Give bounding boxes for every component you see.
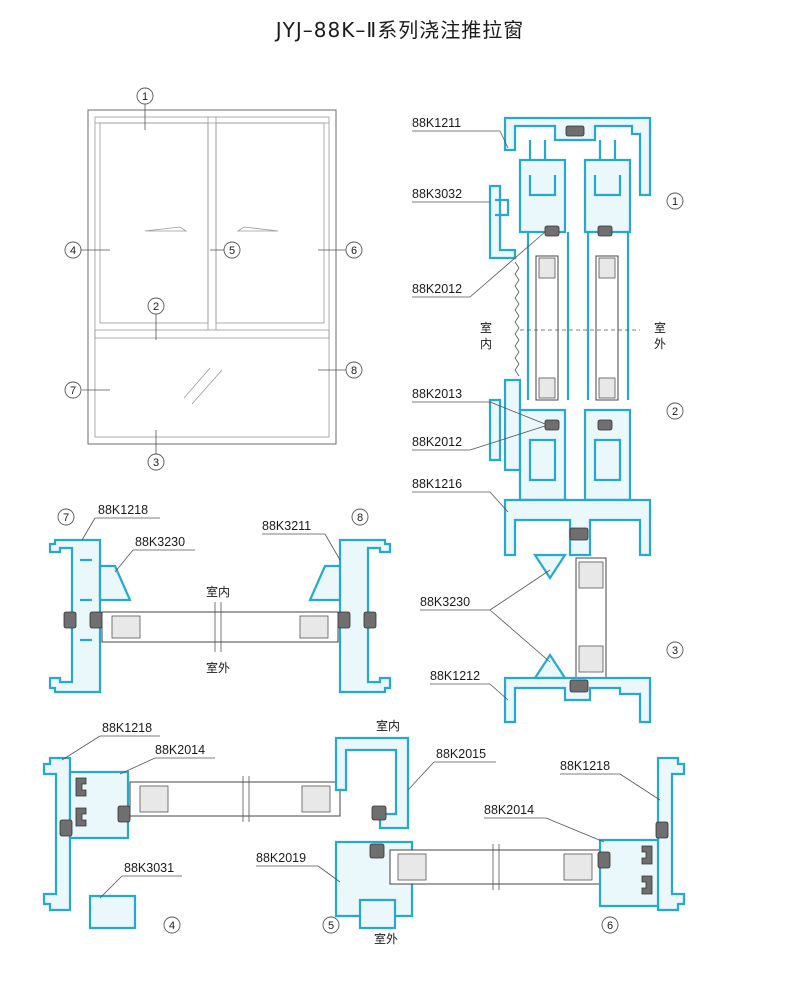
outdoor-label-78: 室外: [206, 660, 230, 675]
label-88k1212: 88K1212: [430, 669, 480, 683]
svg-text:1: 1: [672, 196, 678, 208]
label-88k3031: 88K3031: [124, 861, 174, 875]
label-88k2019: 88K2019: [256, 851, 306, 865]
label-88k3032: 88K3032: [412, 187, 462, 201]
label-88k1218-78: 88K1218: [98, 503, 148, 517]
label-88k2014-4: 88K2014: [155, 743, 205, 757]
svg-text:3: 3: [672, 645, 678, 657]
label-88k2014-6: 88K2014: [484, 803, 534, 817]
marker-5-section: 5: [322, 916, 340, 934]
label-88k1216: 88K1216: [412, 477, 462, 491]
svg-text:8: 8: [357, 512, 363, 524]
svg-text:6: 6: [607, 920, 613, 932]
window-elevation: [80, 103, 346, 454]
indoor-label-v1: 室: [480, 320, 492, 335]
label-88k3230: 88K3230: [420, 595, 470, 609]
page-title: JYJ–88K–Ⅱ系列浇注推拉窗: [275, 18, 525, 42]
marker-6-section: 6: [601, 916, 619, 934]
marker-1-section: 1: [666, 192, 684, 210]
marker-5: 5: [223, 241, 241, 259]
marker-7: 7: [64, 381, 82, 399]
section-4-5-6: [42, 736, 686, 930]
label-88k2013: 88K2013: [412, 387, 462, 401]
label-88k3211: 88K3211: [262, 519, 311, 533]
svg-text:2: 2: [672, 406, 678, 418]
marker-6: 6: [345, 241, 363, 259]
vertical-section: [488, 116, 652, 724]
label-88k2012: 88K2012: [412, 282, 462, 296]
marker-4: 4: [64, 241, 82, 259]
outdoor-label-v2: 外: [654, 337, 666, 351]
svg-text:7: 7: [63, 512, 69, 524]
marker-3: 3: [147, 453, 165, 471]
svg-text:4: 4: [70, 245, 76, 257]
label-88k1218-6: 88K1218: [560, 759, 610, 773]
marker-4-section: 4: [163, 916, 181, 934]
svg-text:6: 6: [351, 245, 357, 257]
svg-text:8: 8: [351, 365, 357, 377]
marker-8: 8: [345, 361, 363, 379]
indoor-label-v2: 内: [480, 337, 492, 351]
outdoor-label-456: 室外: [374, 931, 398, 946]
svg-text:5: 5: [229, 245, 235, 257]
section-7-8: [48, 538, 392, 694]
label-88k1211: 88K1211: [412, 116, 461, 130]
outdoor-label-v1: 室: [654, 320, 666, 335]
marker-8-section: 8: [351, 508, 369, 526]
label-88k2015: 88K2015: [436, 747, 486, 761]
svg-text:3: 3: [153, 457, 159, 469]
marker-2: 2: [147, 297, 165, 315]
label-88k2012-lower: 88K2012: [412, 435, 462, 449]
label-88k3230-78: 88K3230: [135, 535, 185, 549]
svg-text:2: 2: [153, 301, 159, 313]
svg-text:4: 4: [169, 920, 175, 932]
indoor-label-78: 室内: [206, 584, 230, 599]
label-88k1218-4: 88K1218: [102, 721, 152, 735]
marker-2-section: 2: [666, 402, 684, 420]
svg-text:5: 5: [328, 920, 334, 932]
svg-text:7: 7: [70, 385, 76, 397]
marker-7-section: 7: [57, 508, 75, 526]
indoor-label-456: 室内: [376, 718, 400, 733]
marker-1: 1: [136, 87, 154, 105]
svg-text:1: 1: [142, 91, 148, 103]
marker-3-section: 3: [666, 641, 684, 659]
